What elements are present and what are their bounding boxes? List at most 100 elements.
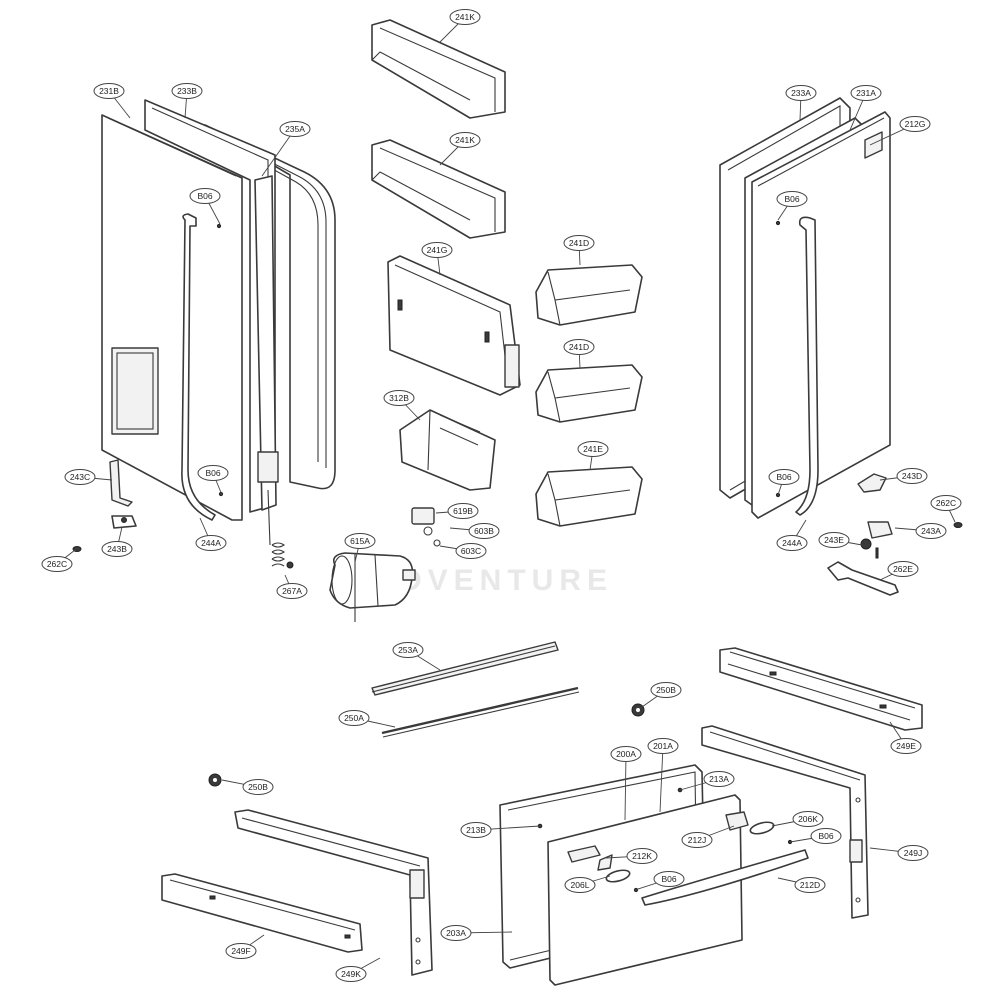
drawer-trim-strip xyxy=(371,641,559,696)
callout-label: 241E xyxy=(583,444,603,454)
callout-label: 619B xyxy=(453,506,473,516)
callout-bubble xyxy=(41,556,73,572)
callout-bubble xyxy=(577,441,609,457)
callout-201a-39: 201A xyxy=(647,738,679,813)
callout-label: 244A xyxy=(782,538,802,548)
callout-bubble xyxy=(449,132,481,148)
callout-241k-12: 241K xyxy=(439,132,481,166)
callout-bubble xyxy=(887,561,919,577)
callout-bubble xyxy=(681,832,713,848)
callout-244a-31: 244A xyxy=(776,519,808,551)
callout-bubble xyxy=(897,845,929,861)
callout-243e-30: 243E xyxy=(818,532,863,548)
door-bin-top xyxy=(371,19,506,119)
callout-b06-4: B06 xyxy=(189,188,221,225)
rail-left-lower xyxy=(161,873,363,953)
callout-262c-8: 262C xyxy=(41,549,76,572)
callout-bubble xyxy=(703,771,735,787)
callout-bubble xyxy=(610,746,642,762)
callout-bubble xyxy=(818,532,850,548)
callout-label: 235A xyxy=(285,124,305,134)
callout-212d-49: 212D xyxy=(777,877,826,893)
callout-b06-48: B06 xyxy=(634,871,685,891)
callout-bubble xyxy=(225,943,257,959)
callout-label: 603C xyxy=(461,546,481,556)
rail-left-upper xyxy=(234,809,433,976)
callout-231a-23: 231A xyxy=(849,85,882,131)
callout-603b-19: 603B xyxy=(449,523,500,539)
callout-label: 241K xyxy=(455,12,475,22)
callout-203a-50: 203A xyxy=(440,925,513,941)
callout-label: 206L xyxy=(571,880,590,890)
callout-label: 243B xyxy=(107,544,127,554)
callout-bubble xyxy=(460,822,492,838)
callout-label: B06 xyxy=(776,472,791,482)
callout-250b-37: 250B xyxy=(221,779,274,795)
callout-bubble xyxy=(449,9,481,25)
callout-label: B06 xyxy=(197,191,212,201)
callout-212j-44: 212J xyxy=(681,825,735,848)
water-tank xyxy=(329,552,416,622)
callout-label: 243D xyxy=(902,471,922,481)
callout-label: 233A xyxy=(791,88,811,98)
callout-bubble xyxy=(850,85,882,101)
callout-233b-2: 233B xyxy=(171,83,203,119)
callout-label: 212D xyxy=(800,880,820,890)
callout-bubble xyxy=(197,465,229,481)
callout-241d-16: 241D xyxy=(563,339,595,369)
callout-label: B06 xyxy=(205,468,220,478)
leader-line xyxy=(624,753,627,821)
door-bin-second xyxy=(371,139,506,239)
callout-249k-52: 249K xyxy=(335,957,381,982)
callout-label: 212G xyxy=(905,119,926,129)
callout-b06-5: B06 xyxy=(197,465,229,496)
right-door-outer-panel xyxy=(751,111,891,519)
callout-bubble xyxy=(563,235,595,251)
callout-label: 250B xyxy=(656,685,676,695)
callout-label: 267A xyxy=(282,586,302,596)
callout-bubble xyxy=(626,848,658,864)
callout-bubble xyxy=(563,339,595,355)
leader-line xyxy=(261,128,296,177)
callout-label: 212K xyxy=(632,851,652,861)
callout-312b-14: 312B xyxy=(383,390,421,421)
callout-bubble xyxy=(930,495,962,511)
callout-250a-34: 250A xyxy=(338,710,396,728)
callout-label: 243A xyxy=(921,526,941,536)
callout-bubble xyxy=(189,188,221,204)
callout-label: B06 xyxy=(661,874,676,884)
callout-262e-32: 262E xyxy=(879,561,919,581)
callout-label: 203A xyxy=(446,928,466,938)
callout-b06-25: B06 xyxy=(776,191,808,221)
callout-bubble xyxy=(447,503,479,519)
callout-b06-26: B06 xyxy=(768,469,800,496)
callout-615a-21: 615A xyxy=(344,533,376,563)
callout-bubble xyxy=(101,541,133,557)
door-bin-small-3 xyxy=(535,466,643,527)
valve-assembly xyxy=(411,507,441,547)
callout-bubble xyxy=(776,191,808,207)
callout-label: 241G xyxy=(427,245,448,255)
callout-243a-29: 243A xyxy=(894,523,947,539)
callout-619b-18: 619B xyxy=(435,503,479,519)
callout-label: 603B xyxy=(474,526,494,536)
dispenser-cover xyxy=(387,255,521,396)
callout-label: 243E xyxy=(824,535,844,545)
callout-bubble xyxy=(383,390,415,406)
callout-235a-3: 235A xyxy=(261,121,311,177)
callout-244a-9: 244A xyxy=(195,517,227,551)
callout-262c-28: 262C xyxy=(930,495,962,523)
callout-label: 231A xyxy=(856,88,876,98)
callout-bubble xyxy=(653,871,685,887)
callout-label: 213B xyxy=(466,825,486,835)
callout-bubble xyxy=(776,535,808,551)
callout-label: 249K xyxy=(341,969,361,979)
callout-bubble xyxy=(440,925,472,941)
watermark-text: DVENTURE xyxy=(400,564,613,597)
callout-bubble xyxy=(650,682,682,698)
callout-206l-47: 206L xyxy=(564,875,611,893)
callout-label: 249F xyxy=(231,946,250,956)
